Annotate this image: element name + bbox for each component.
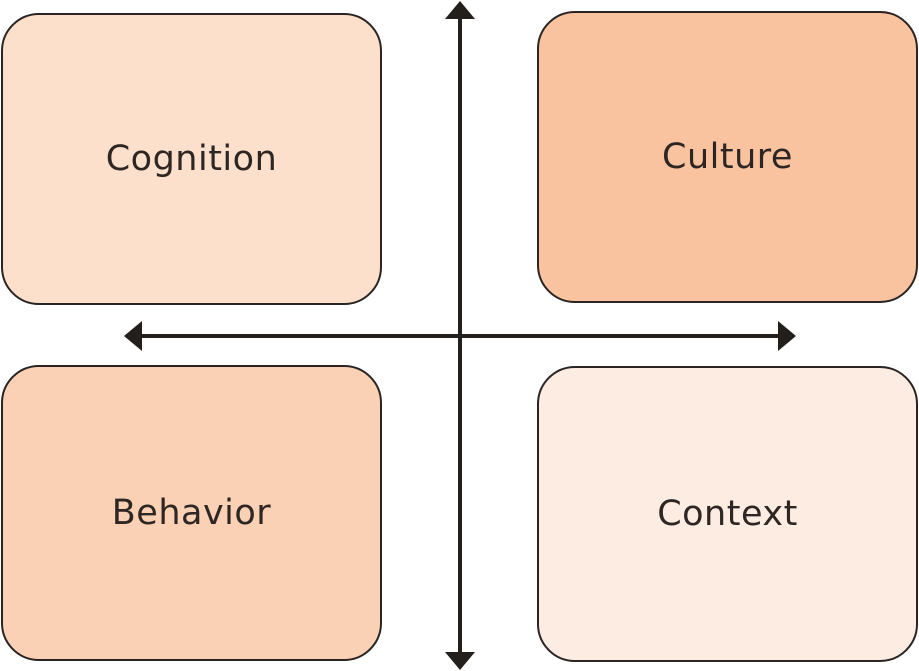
arrowhead-left-icon — [124, 321, 142, 351]
arrowhead-right-icon — [778, 321, 796, 351]
culture-label: Culture — [662, 137, 793, 177]
arrowhead-up-icon — [445, 1, 475, 19]
arrowhead-down-icon — [445, 652, 475, 670]
behavior-label: Behavior — [111, 493, 272, 533]
behavior-box: Behavior — [1, 365, 382, 661]
context-box: Context — [537, 366, 918, 662]
culture-box: Culture — [537, 11, 918, 303]
horizontal-axis-arrow — [124, 321, 796, 351]
cognition-box: Cognition — [1, 13, 382, 305]
cognition-label: Cognition — [105, 139, 278, 179]
context-label: Context — [657, 494, 798, 534]
